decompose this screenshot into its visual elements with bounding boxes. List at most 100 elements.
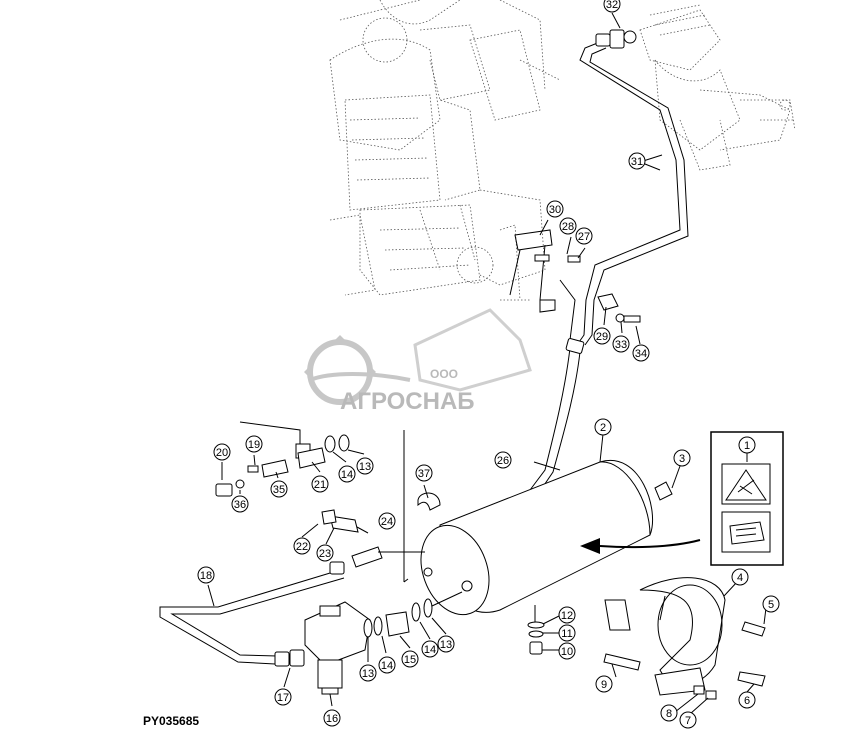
hose-26 — [529, 338, 585, 495]
callout: 15 — [401, 650, 419, 668]
svg-text:33: 33 — [615, 339, 627, 351]
svg-text:24: 24 — [381, 516, 393, 528]
callout: 5 — [762, 595, 780, 613]
watermark-name: АГРОСНАБ — [340, 388, 475, 415]
callout: 17 — [274, 688, 292, 706]
reference-code: PY035685 — [143, 714, 199, 728]
svg-text:5: 5 — [768, 599, 774, 611]
svg-text:2: 2 — [600, 422, 606, 434]
callout: 31 — [628, 152, 646, 170]
pipe-18 — [159, 561, 345, 667]
svg-text:32: 32 — [606, 0, 618, 11]
callout: 4 — [731, 568, 749, 586]
callout: 22 — [293, 537, 311, 555]
callout: 8 — [660, 704, 678, 722]
callout: 3 — [673, 449, 691, 467]
callout: 20 — [213, 443, 231, 461]
legend-number: 1 — [744, 440, 750, 452]
callout: 37 — [415, 464, 433, 482]
legend-box: 1 — [710, 431, 784, 566]
drain-valve — [527, 605, 545, 655]
svg-text:13: 13 — [359, 461, 371, 473]
svg-text:16: 16 — [326, 713, 338, 725]
fitting-32 — [595, 29, 637, 49]
svg-text:9: 9 — [601, 679, 607, 691]
callout: 23 — [316, 544, 334, 562]
svg-text:3: 3 — [679, 453, 685, 465]
callout: 27 — [575, 227, 593, 245]
svg-text:23: 23 — [319, 548, 331, 560]
callout: 14 — [378, 656, 396, 674]
svg-text:10: 10 — [561, 646, 573, 658]
check-valve-24 — [329, 515, 425, 568]
callout: 13 — [359, 664, 377, 682]
callout: 36 — [231, 495, 249, 513]
svg-text:35: 35 — [273, 484, 285, 496]
clamp-37 — [417, 492, 441, 511]
compressor-drawing — [639, 4, 796, 171]
svg-text:12: 12 — [561, 610, 573, 622]
callout: 14 — [338, 465, 356, 483]
callout: 13 — [437, 635, 455, 653]
svg-text:20: 20 — [216, 447, 228, 459]
callouts-layer: 2 3 4 5 6 7 8 9 10 11 12 13 13 13 14 14 … — [197, 0, 780, 729]
callout: 6 — [738, 691, 756, 709]
svg-text:18: 18 — [200, 570, 212, 582]
svg-text:11: 11 — [561, 628, 572, 640]
svg-text:15: 15 — [404, 654, 416, 666]
bracket-assembly — [509, 229, 641, 341]
engine-block-drawing — [329, 0, 561, 301]
svg-text:17: 17 — [277, 692, 289, 704]
svg-text:13: 13 — [440, 639, 452, 651]
callout: 14 — [421, 640, 439, 658]
callout: 18 — [197, 566, 215, 584]
callout: 29 — [593, 327, 611, 345]
callout: 21 — [311, 475, 329, 493]
svg-text:26: 26 — [497, 455, 509, 467]
callout: 2 — [594, 418, 612, 436]
callout: 32 — [603, 0, 621, 13]
svg-text:34: 34 — [635, 348, 647, 360]
fitting-3 — [654, 481, 673, 501]
callout: 30 — [546, 200, 564, 218]
svg-text:14: 14 — [341, 469, 353, 481]
callout: 33 — [612, 335, 630, 353]
strap-4 — [639, 577, 726, 685]
air-line-31 — [576, 41, 689, 346]
svg-text:28: 28 — [562, 221, 574, 233]
callout: 13 — [356, 457, 374, 475]
callout: 10 — [558, 642, 576, 660]
governor-valve-16 — [304, 601, 371, 695]
svg-text:29: 29 — [596, 331, 608, 343]
svg-text:27: 27 — [578, 231, 590, 243]
callout: 19 — [245, 435, 263, 453]
svg-text:4: 4 — [737, 572, 743, 584]
callout: 26 — [494, 451, 512, 469]
watermark: ООО АГРОСНАБ — [304, 308, 532, 415]
callout: 7 — [679, 711, 697, 729]
svg-text:19: 19 — [248, 439, 260, 451]
manual-reference-icon — [721, 511, 771, 553]
svg-text:8: 8 — [666, 708, 672, 720]
svg-text:37: 37 — [418, 468, 430, 480]
svg-text:6: 6 — [744, 695, 750, 707]
svg-text:13: 13 — [362, 668, 374, 680]
callout: 12 — [558, 606, 576, 624]
callout: 11 — [558, 624, 576, 642]
svg-text:14: 14 — [381, 660, 393, 672]
air-tank-2 — [420, 459, 654, 616]
svg-text:31: 31 — [631, 156, 643, 168]
valve-assembly-left — [215, 421, 350, 525]
svg-text:14: 14 — [424, 644, 436, 656]
callout: 35 — [270, 480, 288, 498]
svg-text:21: 21 — [314, 479, 326, 491]
callout: 16 — [323, 709, 341, 727]
callout: 34 — [632, 344, 650, 362]
mount-bracket — [604, 599, 706, 696]
watermark-prefix: ООО — [430, 367, 458, 381]
callout: 24 — [378, 512, 396, 530]
svg-text:7: 7 — [685, 715, 691, 727]
svg-text:30: 30 — [549, 204, 561, 216]
callout: 9 — [595, 675, 613, 693]
